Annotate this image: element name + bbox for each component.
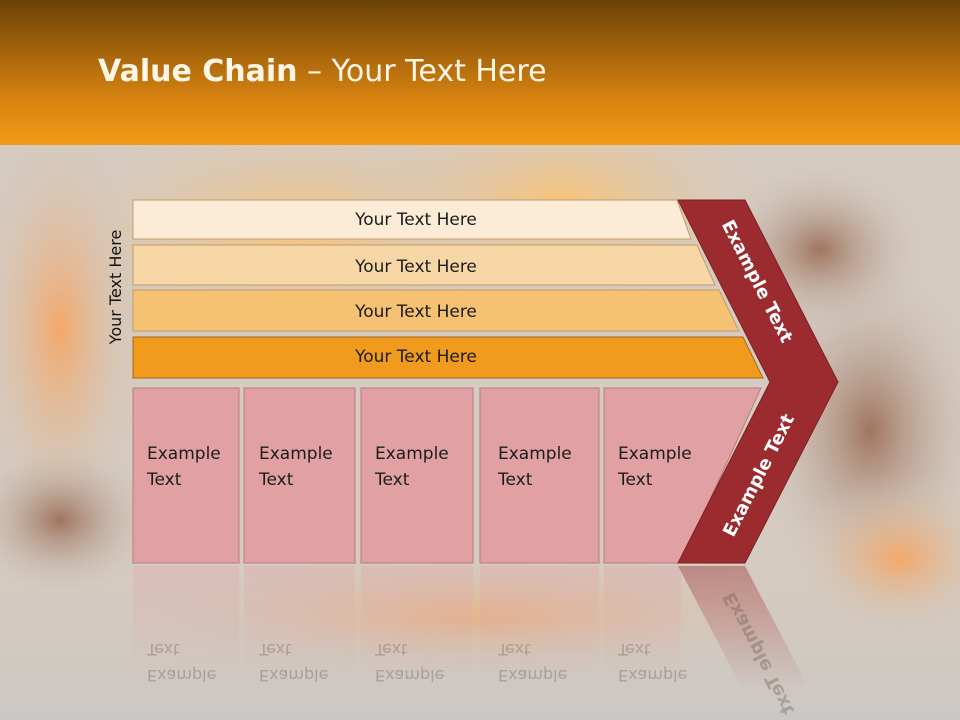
- bar-4-label: Your Text Here: [354, 347, 477, 367]
- bar-2-label: Your Text Here: [354, 257, 477, 277]
- box-2-line2: Text: [258, 470, 294, 490]
- box-5-reflection-line2: Text: [617, 640, 650, 659]
- box-1: [132, 387, 240, 564]
- page-title: Value Chain – Your Text Here: [98, 54, 547, 89]
- bar-1: [132, 199, 692, 240]
- box-5-line2: Text: [617, 470, 653, 490]
- box-4: [479, 387, 600, 564]
- box-2-reflection: [244, 566, 355, 686]
- box-3-line1: Example: [375, 444, 449, 464]
- box-1-line1: Example: [147, 444, 221, 464]
- box-5-line1: Example: [618, 444, 692, 464]
- box-1-reflection: [133, 566, 239, 686]
- box-2: [243, 387, 356, 564]
- box-3-reflection-line2: Text: [374, 640, 407, 659]
- title-rest: – Your Text Here: [297, 54, 547, 89]
- box-1-reflection-line2: Text: [146, 640, 179, 659]
- box-4-reflection: [480, 566, 599, 686]
- box-1-line2: Text: [146, 470, 182, 490]
- side-label: Your Text Here: [106, 230, 125, 346]
- box-3-reflection-line1: Example: [375, 666, 444, 685]
- chevron-reflection: [678, 566, 810, 690]
- bars: Your Text Here Your Text Here Your Text …: [132, 199, 764, 379]
- box-5-reflection: [604, 566, 681, 686]
- bar-3-label: Your Text Here: [354, 302, 477, 322]
- box-3-line2: Text: [374, 470, 410, 490]
- box-3-reflection: [361, 566, 473, 686]
- boxes: Example Text Example Text Example Text E…: [132, 387, 762, 564]
- box-3: [360, 387, 474, 564]
- box-2-line1: Example: [259, 444, 333, 464]
- chevron-shape: [677, 199, 839, 564]
- bar-4: [132, 336, 764, 379]
- title-bold: Value Chain: [98, 54, 298, 89]
- bar-2: [132, 244, 716, 286]
- box-5-reflection-line1: Example: [618, 666, 687, 685]
- bar-1-label: Your Text Here: [354, 210, 477, 230]
- box-4-reflection-line1: Example: [498, 666, 567, 685]
- box-4-line2: Text: [497, 470, 533, 490]
- box-2-reflection-line1: Example: [259, 666, 328, 685]
- header-bar: [0, 0, 960, 145]
- box-1-reflection-line1: Example: [147, 666, 216, 685]
- box-4-line1: Example: [498, 444, 572, 464]
- box-4-reflection-line2: Text: [497, 640, 530, 659]
- box-2-reflection-line2: Text: [258, 640, 291, 659]
- bar-3: [132, 289, 740, 332]
- reflection: Example Text Example Text Example Text E…: [133, 566, 810, 719]
